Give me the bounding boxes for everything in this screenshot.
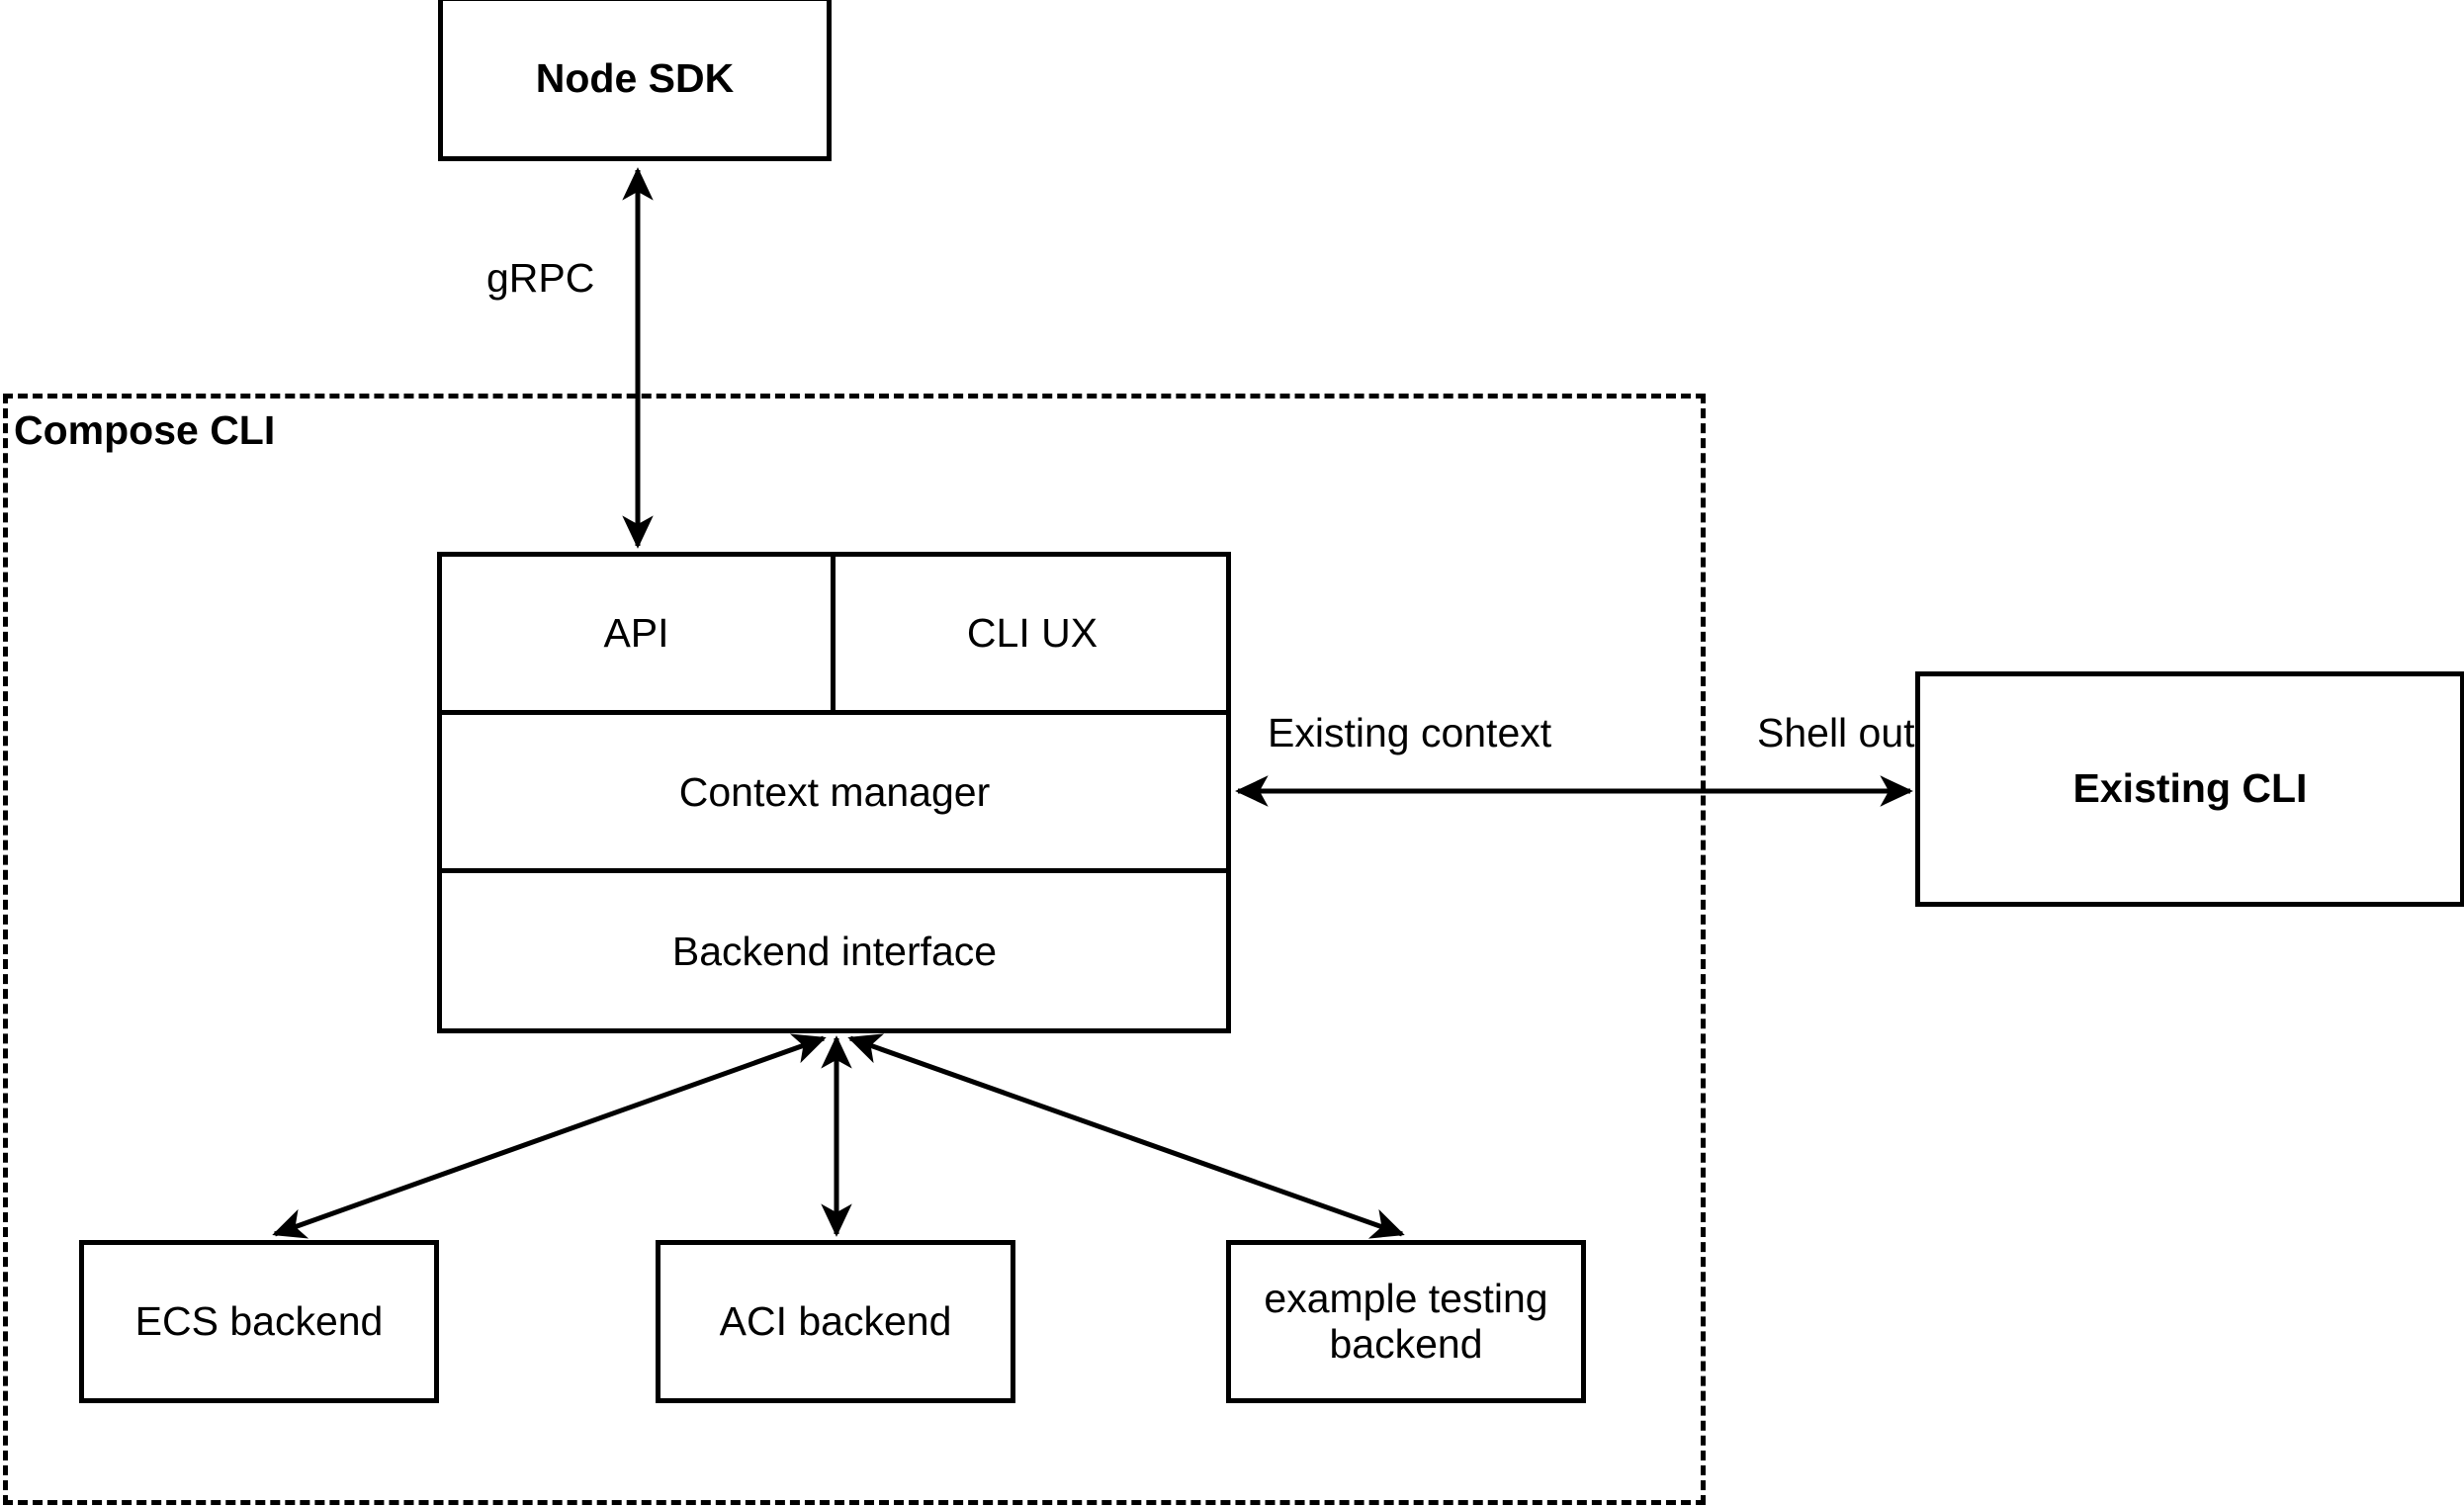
node-box-node-sdk[interactable]: Node SDK — [438, 0, 832, 161]
ecs-backend-label: ECS backend — [134, 1297, 384, 1344]
api-label: API — [603, 609, 669, 656]
edge-label-shell-out: Shell out — [1757, 710, 1915, 755]
existing-cli-label: Existing CLI — [2072, 765, 2308, 812]
node-box-ecs-backend[interactable]: ECS backend — [79, 1240, 439, 1403]
backend-interface-label: Backend interface — [671, 928, 998, 974]
cli-ux-label: CLI UX — [966, 609, 1099, 656]
stack-divider-row1 — [437, 710, 1231, 715]
stack-cell-backend-interface[interactable]: Backend interface — [440, 873, 1229, 1030]
node-box-aci-backend[interactable]: ACI backend — [656, 1240, 1015, 1403]
node-box-existing-cli[interactable]: Existing CLI — [1915, 671, 2464, 907]
edge-label-grpc: gRPC — [486, 255, 595, 301]
node-box-example-testing-backend[interactable]: example testing backend — [1226, 1240, 1586, 1403]
stack-cell-context-manager[interactable]: Context manager — [440, 715, 1229, 870]
example-testing-backend-label: example testing backend — [1254, 1275, 1557, 1368]
edge-label-existing-context: Existing context — [1268, 710, 1552, 755]
context-manager-label: Context manager — [678, 768, 991, 815]
example-testing-backend-label-line2: backend — [1329, 1320, 1483, 1367]
stack-cell-api[interactable]: API — [440, 555, 833, 712]
compose-cli-group-label: Compose CLI — [14, 407, 276, 453]
aci-backend-label: ACI backend — [719, 1297, 952, 1344]
stack-divider-row2 — [437, 868, 1231, 873]
api-cliux-divider — [831, 554, 836, 712]
node-sdk-label: Node SDK — [535, 54, 735, 101]
compose-cli-group-boundary — [3, 394, 1706, 1505]
stack-cell-cli-ux[interactable]: CLI UX — [836, 555, 1229, 712]
example-testing-backend-label-line1: example testing — [1264, 1275, 1548, 1321]
edge-backend-example-line — [847, 1033, 1405, 1239]
edge-backend-ecs-line — [272, 1033, 827, 1239]
